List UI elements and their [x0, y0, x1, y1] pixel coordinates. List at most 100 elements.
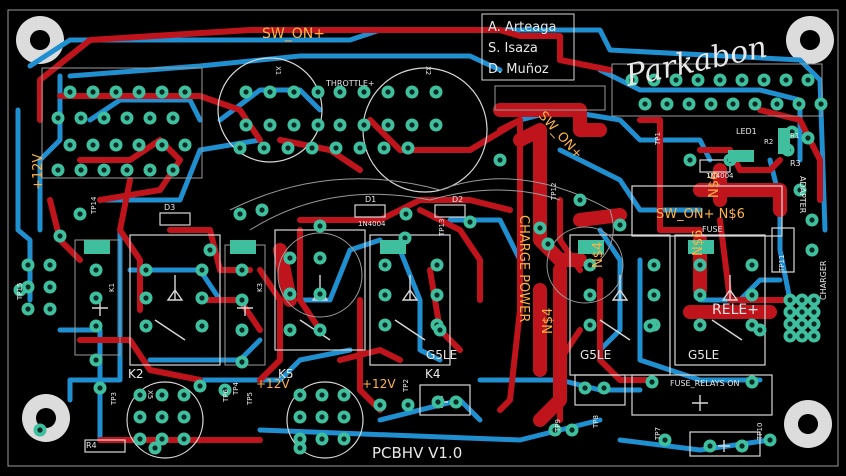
pad-hole — [651, 77, 657, 83]
relay-symbols — [92, 275, 743, 452]
pad-hole — [497, 157, 503, 163]
pad-hole — [47, 262, 53, 268]
label-fuse-relays: FUSE_RELAYS ON — [670, 379, 740, 388]
pad-hole — [697, 292, 703, 298]
pad-hole — [182, 142, 188, 148]
pad-hole — [317, 291, 323, 297]
pad-hole — [291, 89, 297, 95]
pad-hole — [287, 291, 293, 297]
pad-hole — [319, 392, 325, 398]
pad-hole — [789, 129, 795, 135]
board-name: PCBHV V1.0 — [372, 444, 462, 462]
pad-hole — [97, 385, 103, 391]
pad-hole — [409, 122, 415, 128]
led1-label: LED1 — [736, 127, 757, 136]
pad-hole — [767, 437, 773, 443]
pad-hole — [319, 436, 325, 442]
pad-hole — [799, 321, 805, 327]
x5-label: X5 — [146, 390, 154, 399]
relay-type-2: G5LE — [580, 348, 611, 362]
pad-hole — [811, 309, 817, 315]
test-point-label: TP5 — [246, 392, 254, 406]
pad-hole — [582, 385, 588, 391]
pad-hole — [47, 306, 53, 312]
pad-hole — [739, 77, 745, 83]
pad-hole — [651, 292, 657, 298]
pad-hole — [708, 101, 714, 107]
pad-hole — [137, 392, 143, 398]
pad-hole — [182, 89, 188, 95]
relay-type-3: G5LE — [688, 348, 719, 362]
pad-hole — [651, 262, 657, 268]
pad-hole — [361, 122, 367, 128]
pad-hole — [317, 327, 323, 333]
pad-hole — [811, 321, 817, 327]
pad-hole — [749, 262, 755, 268]
square-pads — [84, 128, 790, 254]
pad-hole — [199, 267, 205, 273]
label-fuse: FUSE — [702, 225, 723, 234]
pad-hole — [55, 167, 61, 173]
pad-hole — [297, 414, 303, 420]
pad-hole — [297, 445, 303, 451]
pad-hole — [730, 101, 736, 107]
pad-hole — [695, 77, 701, 83]
pad-hole — [67, 142, 73, 148]
test-point-label: TP11 — [778, 255, 786, 273]
pad-hole — [434, 262, 440, 268]
pad-hole — [199, 295, 205, 301]
test-point-label: TP9 — [554, 419, 562, 433]
pad-hole — [124, 167, 130, 173]
pad-hole — [243, 89, 249, 95]
x2-label: X2 — [424, 66, 432, 75]
test-point-label: TP12 — [550, 183, 558, 201]
net-label-rele: RELE+ — [712, 302, 759, 318]
pad-hole — [787, 309, 793, 315]
pad-hole — [377, 402, 383, 408]
diode-d2-label: D2 — [452, 195, 463, 204]
pad-hole — [239, 359, 245, 365]
pad-hole — [152, 445, 158, 451]
pad-hole — [687, 157, 693, 163]
pad-hole — [435, 399, 441, 405]
net-label-n4-top: N$4 — [591, 242, 606, 268]
pad-hole — [749, 379, 755, 385]
diode-type-b: 1N4004 — [706, 172, 734, 180]
pad-hole — [453, 399, 459, 405]
r4-label: R4 — [86, 441, 97, 450]
pad-hole — [147, 167, 153, 173]
label-charger: CHARGER — [819, 260, 828, 300]
net-label-n6-top: N$6 — [707, 172, 722, 198]
pad-hole — [309, 145, 315, 151]
pad-hole — [124, 115, 130, 121]
pad-hole — [159, 436, 165, 442]
pad-hole — [315, 89, 321, 95]
pad-hole — [143, 323, 149, 329]
pad-hole — [67, 89, 73, 95]
relay-k5-label: K5 — [278, 367, 294, 381]
pad-hole — [239, 267, 245, 273]
k3-label: K3 — [256, 283, 264, 292]
pad-hole — [382, 292, 388, 298]
pad-hole — [818, 101, 824, 107]
pad-hole — [587, 322, 593, 328]
pad-hole — [317, 255, 323, 261]
pad-hole — [647, 323, 653, 329]
pad-hole — [159, 414, 165, 420]
pad-hole — [664, 101, 670, 107]
pad-hole — [181, 414, 187, 420]
pad-hole — [136, 142, 142, 148]
pad-hole — [385, 122, 391, 128]
pad-hole — [341, 436, 347, 442]
test-point-label: TP2 — [402, 379, 410, 393]
pad-hole — [783, 77, 789, 83]
pad-hole — [757, 327, 763, 333]
relay-type-1: G5LE — [426, 348, 457, 362]
pad-hole — [629, 77, 635, 83]
diode-type-a: 1N4004 — [358, 220, 386, 228]
pad-hole — [662, 437, 668, 443]
pad-hole — [577, 197, 583, 203]
pad-hole — [787, 297, 793, 303]
